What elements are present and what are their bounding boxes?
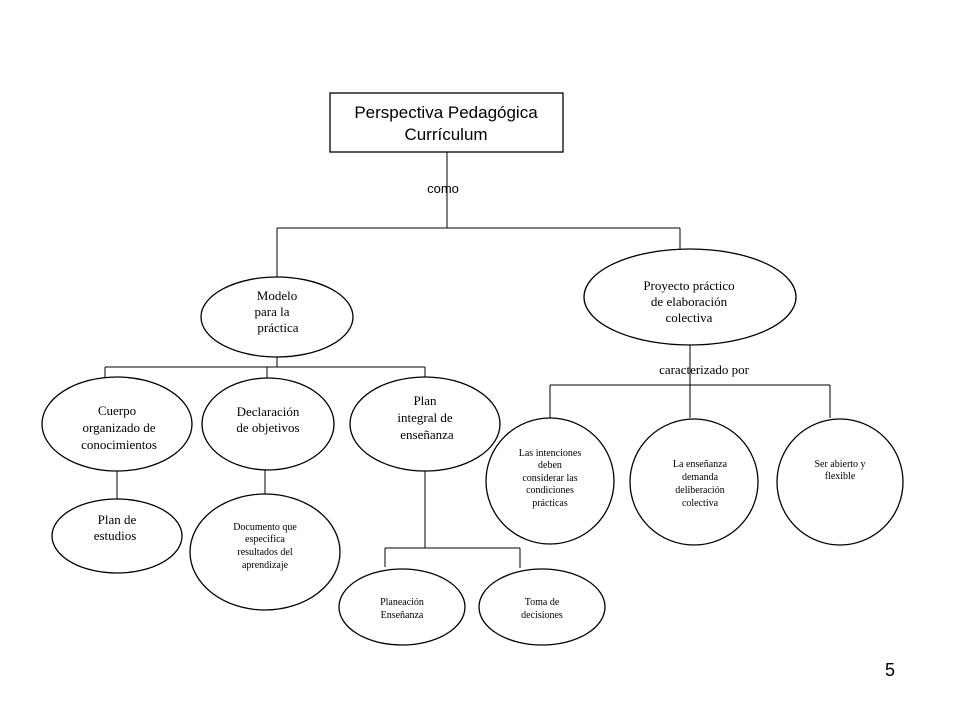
node-planeacion: Planeación Enseñanza <box>338 568 466 646</box>
node-proyecto-line-1: Proyecto práctico <box>643 278 734 293</box>
node-ensenanza-demanda-line-4: colectiva <box>682 498 719 509</box>
node-proyecto-line-2: de elaboración <box>651 294 728 309</box>
node-plan-estudios: Plan de estudios <box>51 498 183 574</box>
node-cuerpo: Cuerpo organizado de conocimientos <box>41 376 193 472</box>
node-ensenanza-demanda-line-1: La enseñanza <box>673 459 728 470</box>
node-plan-integral-line-1: Plan <box>413 393 437 408</box>
node-toma: Toma de decisiones <box>478 568 606 646</box>
node-ensenanza-demanda-line-3: deliberación <box>675 485 724 496</box>
root-line-2: Currículum <box>404 125 487 144</box>
node-plan-integral: Plan integral de enseñanza <box>349 376 501 472</box>
node-abierto-line-2: flexible <box>825 471 856 482</box>
root-line-1: Perspectiva Pedagógica <box>354 103 538 122</box>
node-cuerpo-line-1: Cuerpo <box>98 403 136 418</box>
node-documento-line-3: resultados del <box>237 547 292 558</box>
node-abierto: Ser abierto y flexible <box>776 418 904 546</box>
node-plan-integral-line-3: enseñanza <box>400 427 454 442</box>
edge-label-caracterizado-por: caracterizado por <box>659 362 750 377</box>
node-declaracion: Declaración de objetivos <box>201 377 335 471</box>
node-documento-line-4: aprendizaje <box>242 560 289 571</box>
connectors <box>104 152 831 568</box>
node-declaracion-line-2: de objetivos <box>236 420 299 435</box>
node-ensenanza-demanda-line-2: demanda <box>682 472 719 483</box>
root-node: Perspectiva Pedagógica Currículum <box>329 92 564 153</box>
node-proyecto-line-3: colectiva <box>666 310 713 325</box>
node-plan-estudios-line-2: estudios <box>94 528 137 543</box>
node-planeacion-line-1: Planeación <box>380 597 424 608</box>
node-intenciones-line-2: deben <box>538 460 562 471</box>
node-abierto-line-1: Ser abierto y <box>814 459 865 470</box>
node-toma-line-1: Toma de <box>525 597 560 608</box>
node-cuerpo-line-2: organizado de <box>82 420 155 435</box>
node-planeacion-line-2: Enseñanza <box>381 610 424 621</box>
node-proyecto: Proyecto práctico de elaboración colecti… <box>583 248 797 346</box>
node-intenciones-line-3: considerar las <box>522 473 577 484</box>
node-documento: Documento que especifica resultados del … <box>189 493 341 611</box>
node-modelo-line-1: Modelo <box>257 288 297 303</box>
node-cuerpo-line-3: conocimientos <box>81 437 157 452</box>
node-ensenanza-demanda: La enseñanza demanda deliberación colect… <box>629 418 759 546</box>
node-plan-integral-line-2: integral de <box>397 410 452 425</box>
node-modelo-line-3: práctica <box>257 320 298 335</box>
page-number: 5 <box>885 660 896 680</box>
node-intenciones-line-4: condiciones <box>526 485 574 496</box>
node-plan-estudios-line-1: Plan de <box>98 512 137 527</box>
node-declaracion-line-1: Declaración <box>237 404 300 419</box>
node-documento-line-2: especifica <box>245 534 286 545</box>
node-modelo-line-2: para la <box>254 304 289 319</box>
node-intenciones-line-5: prácticas <box>532 498 568 509</box>
edge-label-como: como <box>427 181 459 196</box>
node-intenciones-line-1: Las intenciones <box>519 448 582 459</box>
node-documento-line-1: Documento que <box>233 522 297 533</box>
node-modelo: Modelo para la práctica <box>200 276 354 358</box>
node-intenciones: Las intenciones deben considerar las con… <box>485 417 615 545</box>
node-toma-line-2: decisiones <box>521 610 563 621</box>
